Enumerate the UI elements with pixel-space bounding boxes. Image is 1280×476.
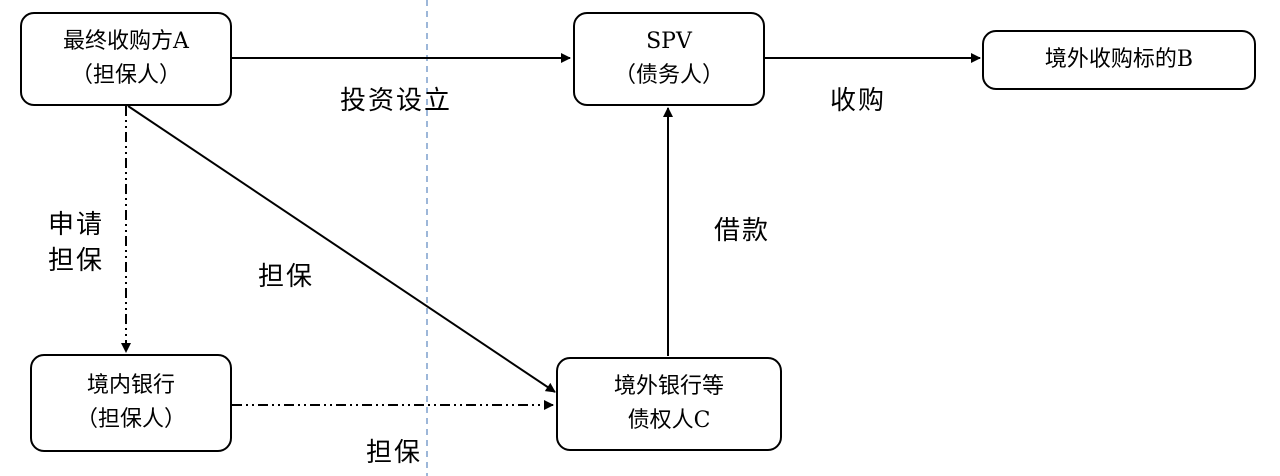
node-target-b-title: 境外收购标的B	[1044, 47, 1194, 72]
node-spv-role: （债务人）	[613, 63, 724, 88]
node-spv: SPV （债务人）	[573, 12, 765, 106]
label-apply-guarantee-line1: 申请	[48, 210, 105, 240]
node-domestic-bank: 境内银行 （担保人）	[30, 354, 232, 452]
node-acquirer-a: 最终收购方A （担保人）	[20, 12, 232, 106]
label-loan: 借款	[714, 216, 771, 246]
node-target-b: 境外收购标的B	[982, 30, 1256, 90]
node-acquirer-a-role: （担保人）	[70, 63, 181, 88]
arrow-guarantee-diagonal	[127, 105, 556, 393]
node-acquirer-a-title: 最终收购方A	[63, 29, 189, 54]
node-domestic-bank-title: 境内银行	[86, 373, 175, 398]
label-guarantee-diagonal: 担保	[258, 262, 315, 292]
node-domestic-bank-role: （担保人）	[75, 407, 186, 432]
label-apply-guarantee-line2: 担保	[48, 246, 105, 276]
label-acquire: 收购	[830, 86, 887, 116]
node-creditor-c-title: 境外银行等	[613, 374, 724, 399]
node-spv-title: SPV	[646, 29, 692, 54]
node-creditor-c: 境外银行等 债权人C	[556, 357, 782, 451]
node-creditor-c-role: 债权人C	[627, 408, 711, 433]
label-invest: 投资设立	[340, 86, 453, 116]
label-guarantee-bottom: 担保	[366, 438, 423, 468]
